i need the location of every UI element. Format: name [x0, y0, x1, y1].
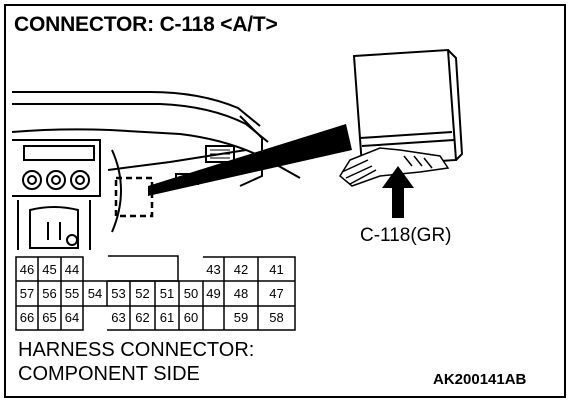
pin-56: 56 [42, 286, 57, 301]
footer-line-1: HARNESS CONNECTOR: [18, 339, 255, 361]
pin-47: 47 [269, 286, 284, 301]
connector-label: C-118(GR) [360, 225, 452, 246]
pin-41: 41 [269, 262, 284, 277]
reference-code: AK200141AB [433, 371, 527, 388]
pin-55: 55 [64, 286, 80, 301]
pin-54: 54 [87, 286, 103, 301]
pin-65: 65 [42, 310, 57, 325]
diagram-frame [4, 4, 566, 398]
footer-line-2: COMPONENT SIDE [18, 363, 200, 385]
pin-43: 43 [206, 262, 221, 277]
pin-58: 58 [269, 310, 284, 325]
page-title: CONNECTOR: C-118 <A/T> [14, 13, 278, 36]
pin-50: 50 [183, 286, 199, 301]
pin-53: 53 [111, 286, 126, 301]
pin-64: 64 [64, 310, 80, 325]
pin-42: 42 [233, 262, 249, 277]
pin-44: 44 [64, 262, 80, 277]
pin-51: 51 [159, 286, 175, 301]
pin-49: 49 [206, 286, 221, 301]
pin-59: 59 [233, 310, 249, 325]
pin-63: 63 [111, 310, 126, 325]
pin-46: 46 [19, 262, 35, 277]
pin-52: 52 [135, 286, 150, 301]
pin-62: 62 [135, 310, 150, 325]
pin-61: 61 [159, 310, 175, 325]
pin-45: 45 [42, 262, 57, 277]
pin-57: 57 [19, 286, 35, 301]
pin-66: 66 [19, 310, 35, 325]
pin-60: 60 [183, 310, 199, 325]
pin-48: 48 [233, 286, 249, 301]
